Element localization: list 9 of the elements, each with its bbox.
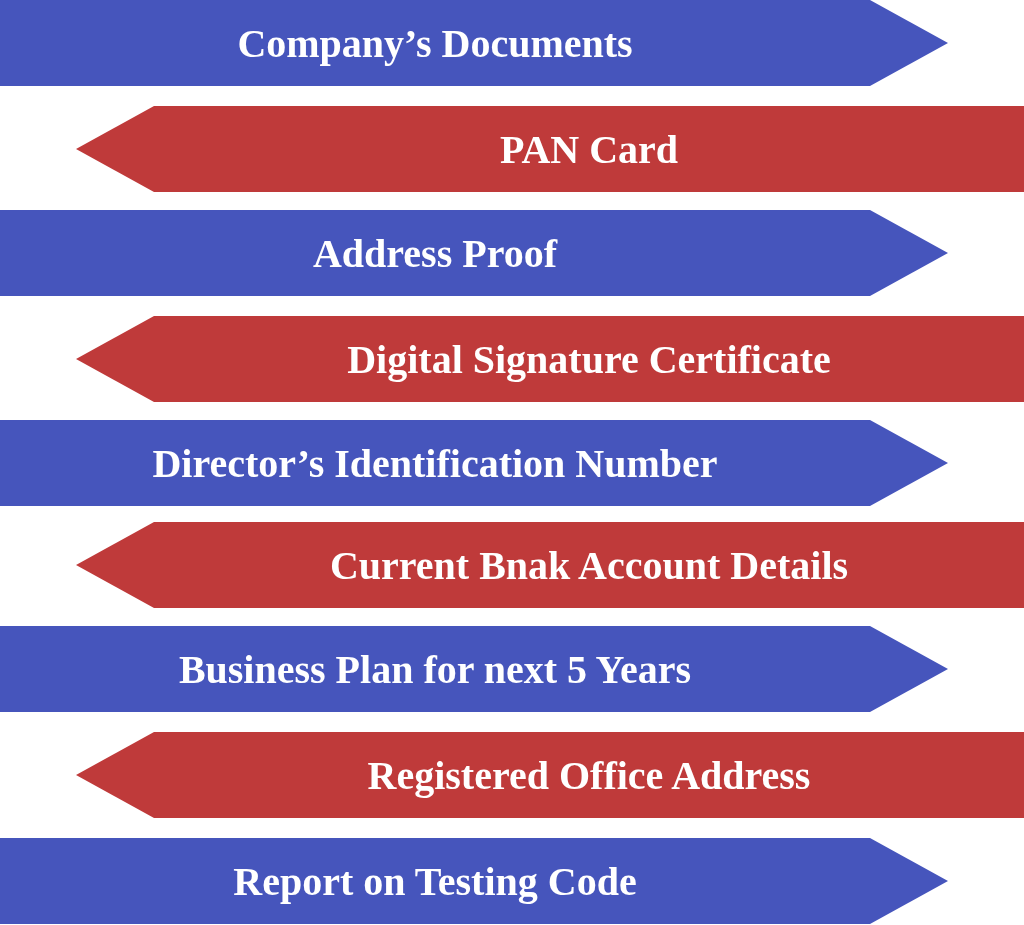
banner-text: Address Proof [312, 229, 558, 277]
banner-text: Director’s Identification Number [152, 439, 718, 487]
banner-text: Digital Signature Certificate [347, 335, 831, 383]
banner-text: Company’s Documents [237, 19, 633, 67]
banner-text: Registered Office Address [367, 751, 811, 799]
banner-text: PAN Card [499, 125, 679, 173]
banner-text: Report on Testing Code [233, 857, 637, 905]
banner-text: Current Bnak Account Details [329, 541, 849, 589]
banner-text: Business Plan for next 5 Years [178, 645, 692, 693]
